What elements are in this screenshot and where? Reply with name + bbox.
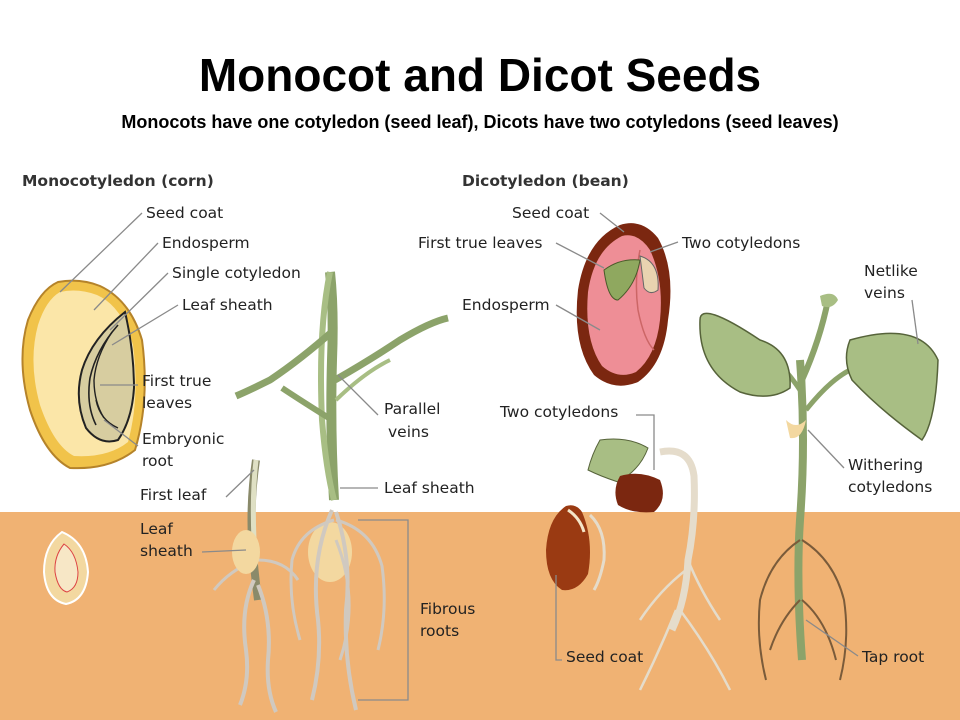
corn-kernel <box>21 279 146 470</box>
monocot-leader-lines <box>59 212 409 701</box>
bean-seed-in-soil <box>546 505 606 591</box>
label-endosperm: Endosperm <box>162 234 250 252</box>
label-two-cotyledons-2: Two cotyledons <box>499 403 618 421</box>
label-tap-root: Tap root <box>861 648 924 666</box>
label-two-cotyledons: Two cotyledons <box>681 234 800 252</box>
page-subtitle: Monocots have one cotyledon (seed leaf),… <box>121 112 839 132</box>
label-netlike-veins-1: Netlike <box>864 262 918 280</box>
corn-plant-older <box>234 271 449 711</box>
label-leaf-sheath-2b: sheath <box>140 542 193 560</box>
label-leaf-sheath: Leaf sheath <box>182 296 273 314</box>
corn-seedling-young <box>212 459 300 713</box>
page-title: Monocot and Dicot Seeds <box>198 49 762 101</box>
label-fibrous-roots-1: Fibrous <box>420 600 475 618</box>
label-first-leaf: First leaf <box>140 486 207 504</box>
label-embryonic-root-2: root <box>142 452 173 470</box>
label-netlike-veins-2: veins <box>864 284 905 302</box>
label-seed-coat: Seed coat <box>146 204 223 222</box>
label-first-true-leaves-2: leaves <box>142 394 192 412</box>
label-first-true-leaves-1: First true <box>142 372 211 390</box>
label-fibrous-roots-2: roots <box>420 622 459 640</box>
label-bean-seed-coat-2: Seed coat <box>566 648 643 666</box>
label-withering-cotyledons-1: Withering <box>848 456 923 474</box>
bean-plant-mature <box>699 293 939 681</box>
bean-seed <box>576 223 671 386</box>
dicot-heading: Dicotyledon (bean) <box>462 172 629 190</box>
label-parallel-veins-2: veins <box>388 423 429 441</box>
label-leaf-sheath-2a: Leaf <box>140 520 173 538</box>
label-leaf-sheath-3: Leaf sheath <box>384 479 475 497</box>
bean-germinating <box>587 438 732 691</box>
label-withering-cotyledons-2: cotyledons <box>848 478 932 496</box>
label-embryonic-root-1: Embryonic <box>142 430 224 448</box>
monocot-heading: Monocotyledon (corn) <box>22 172 214 190</box>
dicot-leader-lines <box>555 212 919 661</box>
label-first-true-leaves: First true leaves <box>418 234 542 252</box>
label-single-cotyledon: Single cotyledon <box>172 264 301 282</box>
label-bean-seed-coat: Seed coat <box>512 204 589 222</box>
corn-seed-in-soil <box>42 530 90 606</box>
label-parallel-veins-1: Parallel <box>384 400 440 418</box>
label-bean-endosperm: Endosperm <box>462 296 550 314</box>
